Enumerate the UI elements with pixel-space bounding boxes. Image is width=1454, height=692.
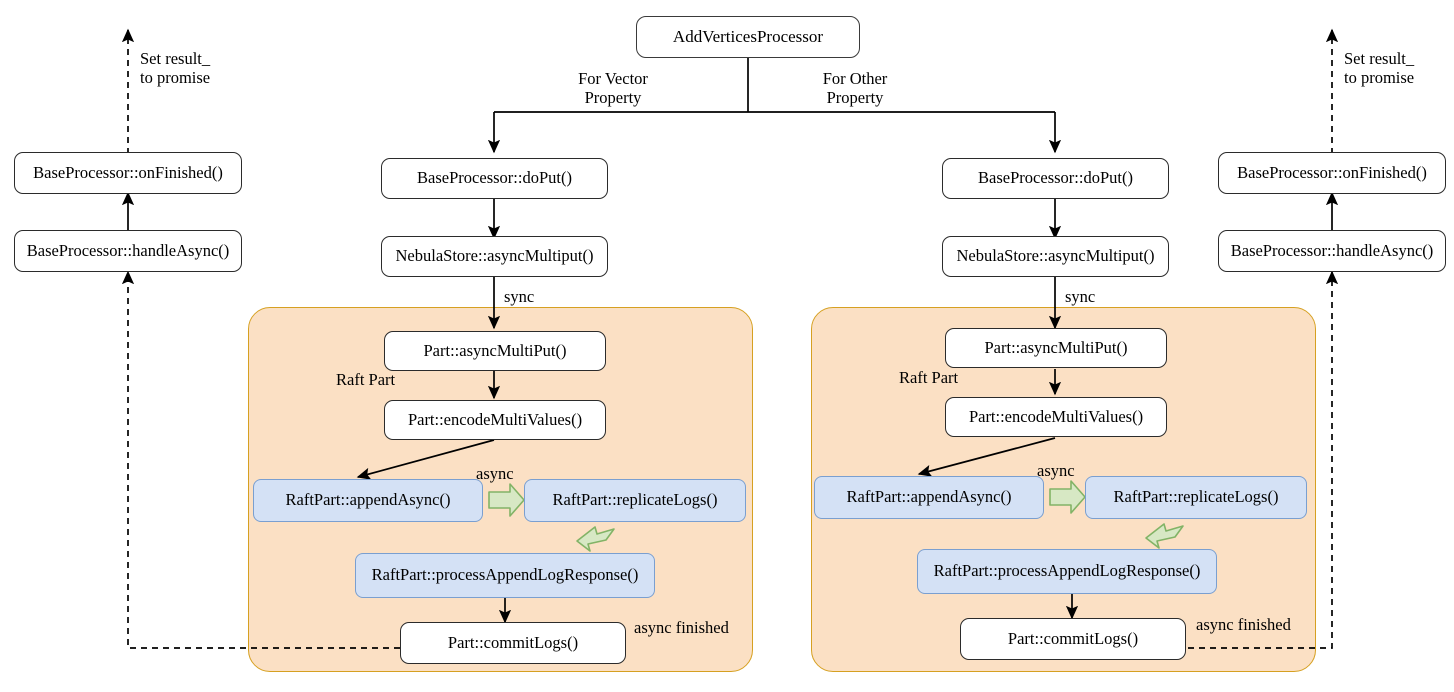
branch-label-left: For Vector Property: [578, 69, 648, 107]
node-replicate-logs-right[interactable]: RaftPart::replicateLogs(): [1085, 476, 1307, 519]
node-handle-async-left[interactable]: BaseProcessor::handleAsync(): [14, 230, 242, 272]
node-add-vertices-processor[interactable]: AddVerticesProcessor: [636, 16, 860, 58]
branch-label-right: For Other Property: [822, 69, 888, 107]
edge-label-async-finished-right: async finished: [1196, 615, 1291, 634]
node-handle-async-right[interactable]: BaseProcessor::handleAsync(): [1218, 230, 1446, 272]
node-part-encode-multi-values-right[interactable]: Part::encodeMultiValues(): [945, 397, 1167, 437]
edge-label-async-left: async: [476, 464, 514, 483]
edge-label-sync-left: sync: [504, 287, 535, 306]
node-append-async-right[interactable]: RaftPart::appendAsync(): [814, 476, 1044, 519]
node-async-multiput-left[interactable]: NebulaStore::asyncMultiput(): [381, 236, 608, 277]
node-do-put-left[interactable]: BaseProcessor::doPut(): [381, 158, 608, 199]
node-on-finished-right[interactable]: BaseProcessor::onFinished(): [1218, 152, 1446, 194]
node-commit-logs-right[interactable]: Part::commitLogs(): [960, 618, 1186, 660]
node-async-multiput-right[interactable]: NebulaStore::asyncMultiput(): [942, 236, 1169, 277]
node-append-async-left[interactable]: RaftPart::appendAsync(): [253, 479, 483, 522]
panel-label-left: Raft Part: [336, 370, 396, 389]
edge-label-sync-right: sync: [1065, 287, 1096, 306]
node-on-finished-left[interactable]: BaseProcessor::onFinished(): [14, 152, 242, 194]
edge-label-set-result-right: Set result_ to promise: [1344, 49, 1415, 87]
node-replicate-logs-left[interactable]: RaftPart::replicateLogs(): [524, 479, 746, 522]
node-commit-logs-left[interactable]: Part::commitLogs(): [400, 622, 626, 664]
panel-label-right: Raft Part: [899, 368, 959, 387]
node-part-encode-multi-values-left[interactable]: Part::encodeMultiValues(): [384, 400, 606, 440]
node-do-put-right[interactable]: BaseProcessor::doPut(): [942, 158, 1169, 199]
node-process-append-log-response-left[interactable]: RaftPart::processAppendLogResponse(): [355, 553, 655, 598]
node-part-async-multiput-right[interactable]: Part::asyncMultiPut(): [945, 328, 1167, 368]
node-part-async-multiput-left[interactable]: Part::asyncMultiPut(): [384, 331, 606, 371]
node-process-append-log-response-right[interactable]: RaftPart::processAppendLogResponse(): [917, 549, 1217, 594]
edge-label-async-finished-left: async finished: [634, 618, 729, 637]
edge-label-set-result-left: Set result_ to promise: [140, 49, 211, 87]
edge-label-async-right: async: [1037, 461, 1075, 480]
